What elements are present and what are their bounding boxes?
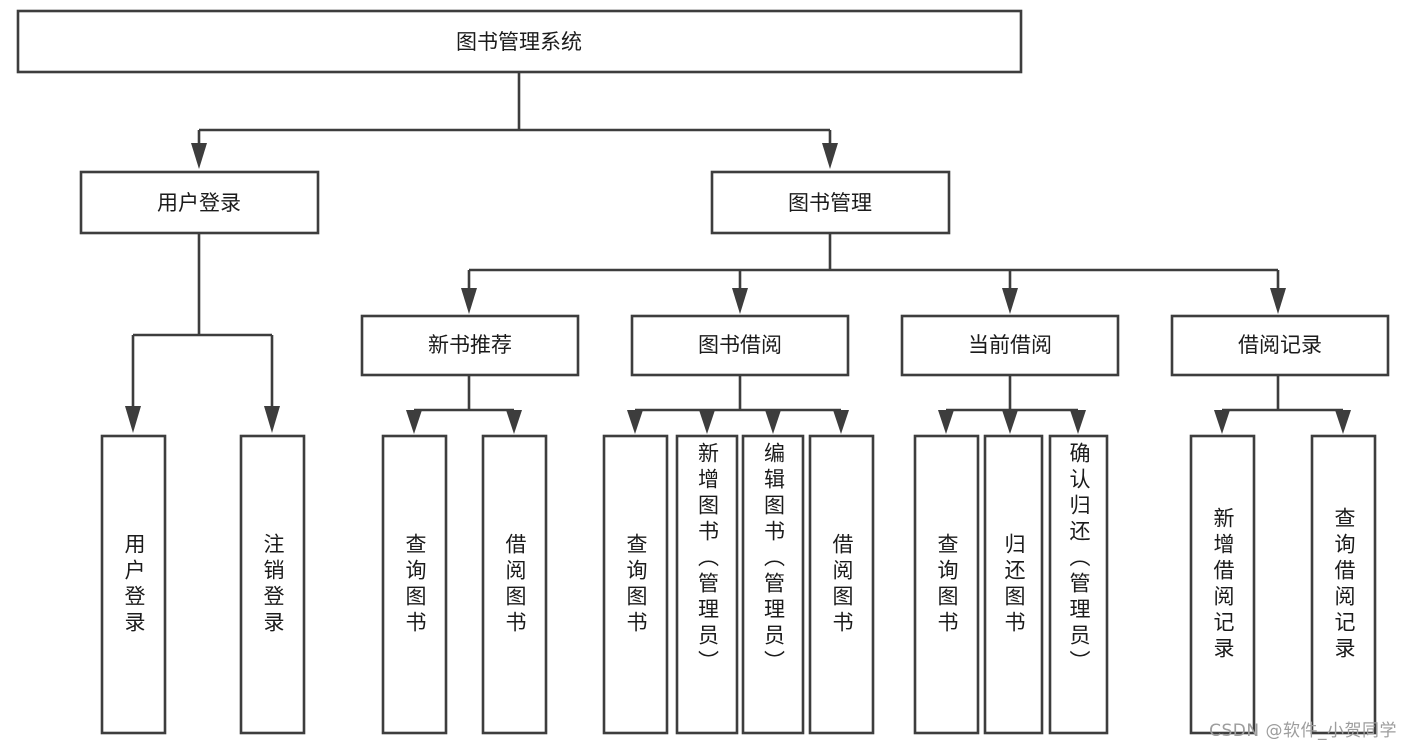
arrow-to-leaf-add-book xyxy=(699,410,715,434)
leaf-box-add-book[interactable] xyxy=(675,434,739,735)
arrow-to-leaf-query-book-2 xyxy=(627,410,643,434)
leaf-box-add-record[interactable] xyxy=(1189,434,1256,735)
leaf-box-user-logout[interactable] xyxy=(239,434,306,735)
leaf-box-confirm-return[interactable] xyxy=(1048,434,1109,735)
node-borrow-record-box[interactable] xyxy=(1170,314,1390,377)
arrow-to-leaf-query-record xyxy=(1335,410,1351,434)
node-current-borrow-label: 当前借阅 xyxy=(968,333,1052,357)
leaf-box-borrow-book-1[interactable] xyxy=(481,434,548,735)
node-new-book-recommend[interactable]: 新书推荐 xyxy=(360,314,580,377)
arrow-to-borrow-record xyxy=(1270,288,1286,314)
arrow-to-leaf-confirm-return xyxy=(1070,410,1086,434)
arrow-to-leaf-add-record xyxy=(1214,410,1230,434)
connector-group xyxy=(125,72,1351,434)
node-new-book-recommend-label: 新书推荐 xyxy=(428,333,512,357)
arrow-to-new-book-recommend xyxy=(461,288,477,314)
arrow-to-current-borrow xyxy=(1002,288,1018,314)
arrow-root-to-user-login xyxy=(191,143,207,169)
node-book-management[interactable]: 图书管理 xyxy=(710,170,951,235)
node-current-borrow[interactable]: 当前借阅 xyxy=(900,314,1120,377)
leaf-box-query-book-1[interactable] xyxy=(381,434,448,735)
node-root-box[interactable] xyxy=(16,9,1023,74)
node-user-login[interactable]: 用户登录 xyxy=(79,170,320,235)
arrow-to-leaf-edit-book xyxy=(765,410,781,434)
leaf-box-query-book-2[interactable] xyxy=(602,434,669,735)
node-book-borrow-box[interactable] xyxy=(630,314,850,377)
node-borrow-record[interactable]: 借阅记录 xyxy=(1170,314,1390,377)
node-root-label: 图书管理系统 xyxy=(456,30,582,54)
arrow-root-to-book-management xyxy=(822,143,838,169)
node-book-borrow[interactable]: 图书借阅 xyxy=(630,314,850,377)
arrow-to-leaf-query-book-1 xyxy=(406,410,422,434)
leaf-box-query-book-3[interactable] xyxy=(913,434,980,735)
leaf-box-borrow-book-2[interactable] xyxy=(808,434,875,735)
arrow-to-leaf-return-book xyxy=(1002,410,1018,434)
node-current-borrow-box[interactable] xyxy=(900,314,1120,377)
node-book-management-box[interactable] xyxy=(710,170,951,235)
arrow-to-book-borrow xyxy=(732,288,748,314)
node-new-book-recommend-box[interactable] xyxy=(360,314,580,377)
arrow-to-leaf-borrow-book-2 xyxy=(833,410,849,434)
leaf-box-user-login[interactable] xyxy=(100,434,167,735)
leaf-box-return-book[interactable] xyxy=(983,434,1044,735)
node-user-login-label: 用户登录 xyxy=(157,191,241,215)
node-borrow-record-label: 借阅记录 xyxy=(1238,333,1322,357)
leaf-box-query-record[interactable] xyxy=(1310,434,1377,735)
node-root[interactable]: 图书管理系统 xyxy=(16,9,1023,74)
node-user-login-box[interactable] xyxy=(79,170,320,235)
node-book-management-label: 图书管理 xyxy=(788,191,872,215)
arrow-to-leaf-borrow-book-1 xyxy=(506,410,522,434)
arrow-to-leaf-user-logout xyxy=(264,406,280,433)
node-book-borrow-label: 图书借阅 xyxy=(698,333,782,357)
leaf-box-edit-book[interactable] xyxy=(741,434,805,735)
arrow-to-leaf-user-login xyxy=(125,406,141,433)
leaf-box-group xyxy=(100,434,1377,735)
arrow-to-leaf-query-book-3 xyxy=(938,410,954,434)
